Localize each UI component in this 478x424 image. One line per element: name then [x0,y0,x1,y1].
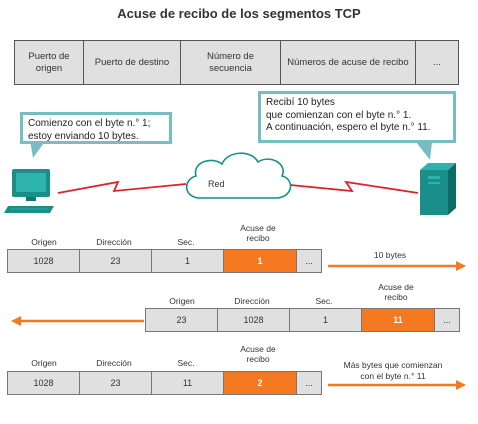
header-sequence-number: Número de secuencia [181,41,281,84]
cell-direccion: 23 [80,372,152,394]
label-acuse: Acuse de recibo [240,344,276,364]
server-icon [420,163,456,215]
left-bubble-tail [30,140,46,158]
header-source-port: Puerto de origen [15,41,84,84]
cell-origen: 1028 [8,250,80,272]
row3-note: Más bytes que comienzan con el byte n.° … [343,360,443,381]
label-sec: Sec. [315,296,333,306]
row1-note: 10 bytes [373,250,407,260]
page-title: Acuse de recibo de los segmentos TCP [117,6,361,21]
label-sec: Sec. [177,358,195,368]
sender-speech-bubble: Comienzo con el byte n.° 1; estoy envian… [20,112,172,144]
segment-row-1: 1028 23 1 1 ... [7,249,322,273]
header-ack-number: Números de acuse de recibo [281,41,416,84]
cell-sec: 11 [152,372,224,394]
left-network-link [57,180,187,194]
label-direccion: Dirección [234,296,270,306]
label-direccion: Dirección [96,358,132,368]
cell-more: ... [305,378,313,388]
right-network-link [279,180,419,194]
cell-acuse: 11 [362,309,435,331]
cell-more: ... [443,315,451,325]
header-destination-port: Puerto de destino [84,41,181,84]
tcp-header-table: Puerto de origen Puerto de destino Númer… [14,40,459,85]
segment-row-2: 23 1028 1 11 ... [145,308,460,332]
cell-direccion: 23 [80,250,152,272]
label-origen: Origen [169,296,195,306]
arrow-right-row1 [328,261,466,271]
label-origen: Origen [31,237,57,247]
right-bubble-tail [416,142,432,160]
header-more: ... [433,56,441,68]
label-sec: Sec. [177,237,195,247]
cell-sec: 1 [290,309,362,331]
arrow-left-row2 [11,316,144,326]
cell-origen: 23 [146,309,218,331]
cell-acuse: 1 [224,250,297,272]
cell-origen: 1028 [8,372,80,394]
cell-direccion: 1028 [218,309,290,331]
label-origen: Origen [31,358,57,368]
network-cloud-icon [185,152,292,199]
arrow-right-row3 [328,380,466,390]
computer-icon [4,169,54,213]
segment-row-3: 1028 23 11 2 ... [7,371,322,395]
label-acuse: Acuse de recibo [378,282,414,302]
cell-more: ... [305,256,313,266]
cell-sec: 1 [152,250,224,272]
label-direccion: Dirección [96,237,132,247]
network-label: Red [208,179,225,189]
cell-acuse: 2 [224,372,297,394]
label-acuse: Acuse de recibo [240,223,276,243]
receiver-speech-bubble: Recibí 10 bytes que comienzan con el byt… [258,91,456,143]
